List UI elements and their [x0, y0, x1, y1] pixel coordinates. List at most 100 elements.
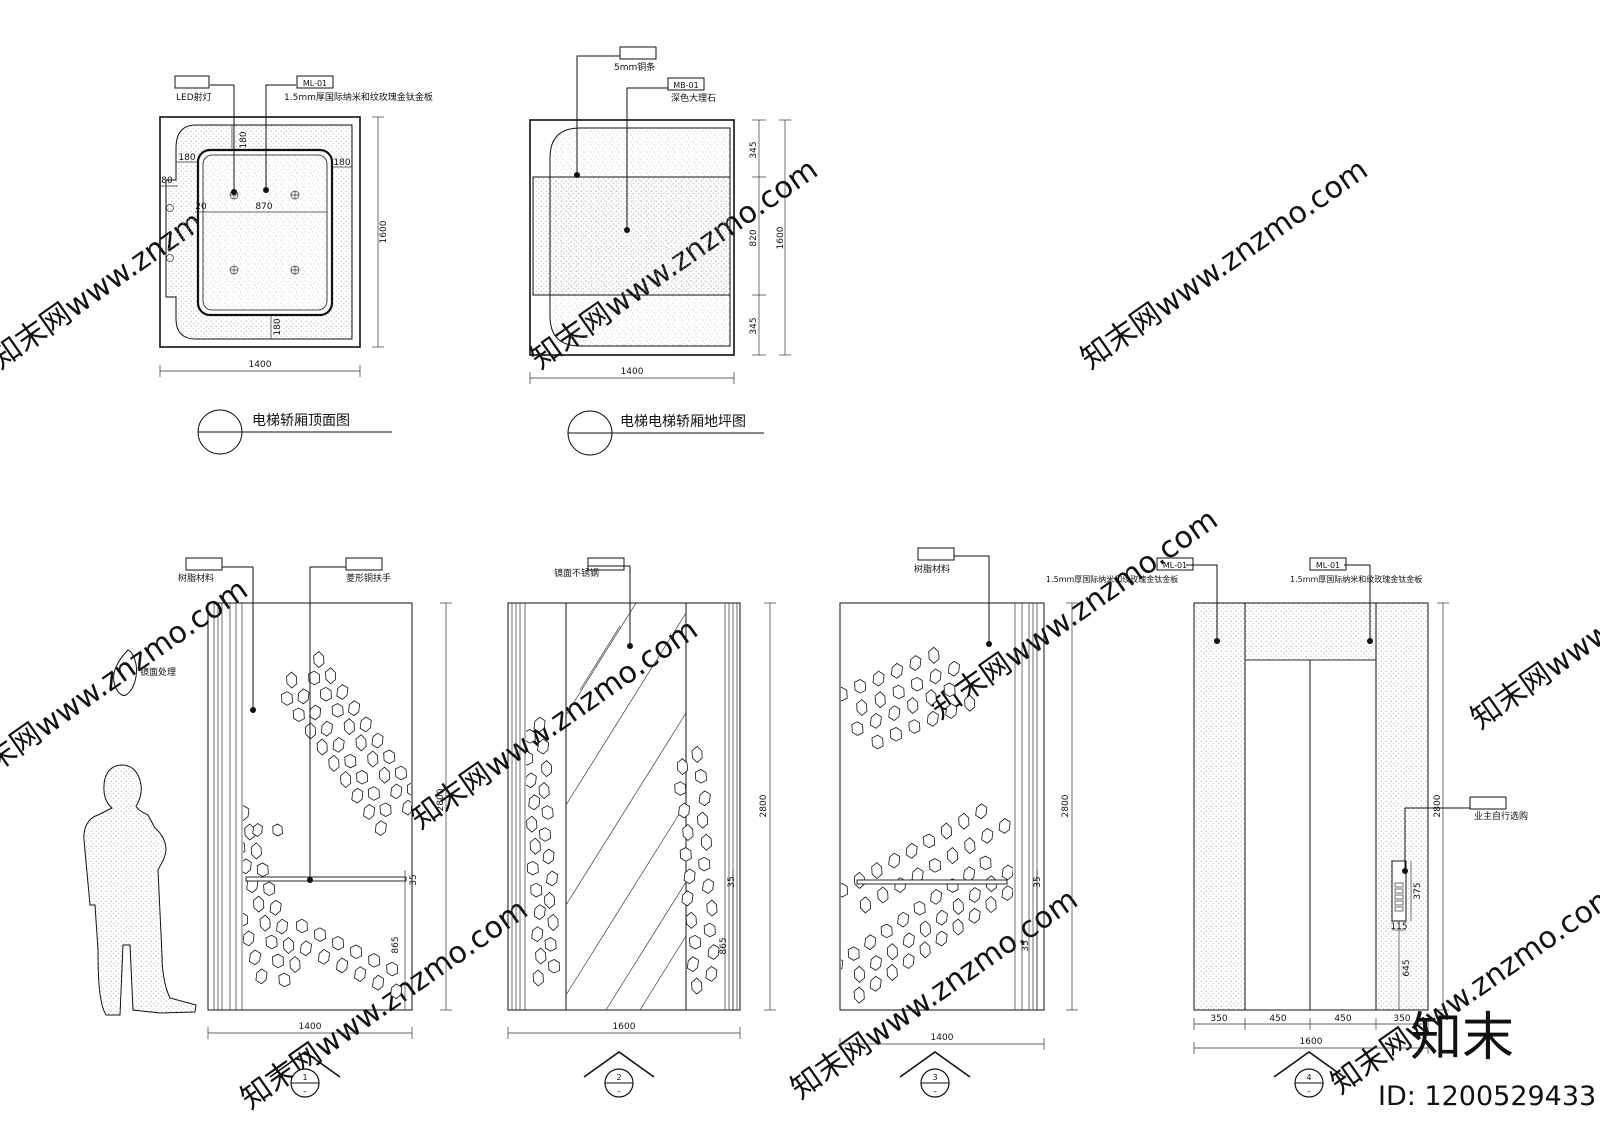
- dim-35-top: 35: [1033, 876, 1043, 887]
- pebble-shape: [929, 858, 942, 873]
- pebble-shape: [256, 862, 269, 878]
- dim-350: 350: [1210, 1014, 1227, 1024]
- label-strip: 5mm铜条: [614, 61, 655, 73]
- pebble-shape: [354, 966, 367, 982]
- pebble-shape: [841, 686, 848, 702]
- pebble-shape: [880, 923, 893, 939]
- pebble-shape: [272, 953, 284, 969]
- pebble-shape: [702, 878, 715, 894]
- marker-num: 1: [302, 1073, 307, 1082]
- pebble-shape: [979, 855, 992, 871]
- pebble-shape: [544, 937, 557, 952]
- pebble-shape: [674, 781, 687, 796]
- pebble-shape: [923, 833, 936, 849]
- tag-box: [1156, 557, 1194, 571]
- pebble-shape: [394, 765, 407, 781]
- pebble-shape: [698, 856, 711, 872]
- pebble-shape: [888, 852, 901, 869]
- leader-line: [954, 555, 990, 644]
- tag-box: [1309, 557, 1347, 571]
- ceiling-outer-frame: [159, 116, 361, 348]
- dim-180-left: 180: [178, 153, 195, 163]
- pebble-shape: [691, 977, 703, 995]
- legend-mirror-label: 镜面处理: [140, 666, 176, 678]
- floor-plan-title: 电梯电梯轿厢地坪图: [620, 414, 746, 430]
- dim-2800: 2800: [1061, 794, 1071, 817]
- dim-35: 35: [727, 876, 737, 887]
- dim-820: 820: [749, 229, 759, 246]
- pebble-shape: [340, 770, 352, 789]
- pebble-shape: [889, 727, 902, 742]
- label-steel: 镜面不锈钢: [554, 567, 599, 579]
- leader-line: [1344, 564, 1371, 641]
- marker-sub: –: [617, 1087, 621, 1096]
- pebble-shape: [198, 799, 209, 813]
- pebble-shape: [676, 758, 689, 776]
- pebble-shape: [350, 944, 363, 960]
- pebble-shape: [386, 961, 399, 977]
- pebble-shape: [706, 899, 718, 917]
- tag-mb01: MB-01: [673, 81, 698, 90]
- pebble-shape: [526, 772, 537, 789]
- resin-pebble-pattern: [198, 651, 411, 1000]
- pebble-shape: [378, 766, 391, 784]
- pebble-shape: [406, 782, 411, 796]
- pebble-shape: [897, 911, 910, 928]
- dim-345-top: 345: [749, 141, 759, 158]
- pebble-shape: [255, 968, 268, 985]
- section-marker-3: 3 –: [899, 1051, 971, 1098]
- pebble-shape: [700, 833, 712, 851]
- pebble-shape: [952, 918, 964, 936]
- pebble-shape: [998, 818, 1011, 834]
- pebble-shape: [1001, 864, 1013, 881]
- dim-2800: 2800: [759, 794, 769, 817]
- dim-865: 865: [391, 936, 401, 953]
- floor-plan: 5mm铜条 MB-01 深色大理石 345 820 345 1600 1400 …: [529, 46, 791, 456]
- pebble-shape: [869, 975, 882, 992]
- pebble-shape: [537, 738, 550, 755]
- elevation-3-frame: [839, 602, 1045, 1011]
- pebble-shape: [847, 946, 860, 961]
- door-header: [1244, 602, 1377, 661]
- pebble-shape: [890, 662, 903, 679]
- mirror-reflection-lines: [565, 602, 687, 1011]
- pebble-shape: [698, 790, 711, 807]
- pebble-shape: [691, 745, 703, 763]
- dim-1400: 1400: [931, 1033, 954, 1043]
- dim-2800: 2800: [1433, 794, 1443, 817]
- leader-line: [626, 87, 668, 230]
- pebble-shape: [297, 688, 310, 705]
- leader-line: [265, 84, 296, 190]
- label-rail: 菱形铜扶手: [346, 572, 391, 584]
- section-marker-4: 4 –: [1273, 1051, 1345, 1098]
- pebble-shape: [929, 668, 942, 685]
- pebble-shape: [538, 782, 550, 800]
- pebble-shape: [276, 918, 289, 935]
- tag-box: [917, 547, 955, 561]
- pebble-shape: [336, 684, 349, 700]
- pebble-shape: [907, 696, 919, 714]
- pebble-shape: [316, 738, 328, 756]
- ceiling-plan-title: 电梯轿厢顶面图: [252, 413, 350, 429]
- pebble-shape: [909, 655, 922, 671]
- floor-center-marble: [532, 176, 731, 296]
- dim-35-bottom: 35: [1021, 940, 1031, 951]
- dim-180-bottom: 180: [273, 318, 283, 335]
- dim-865: 865: [719, 937, 729, 954]
- pebble-shape: [874, 691, 886, 709]
- resin-pebble-pattern: [841, 646, 1013, 1004]
- dim-1600: 1600: [1300, 1037, 1323, 1047]
- tag-box: [296, 75, 334, 89]
- pebble-shape: [911, 676, 924, 692]
- human-scale-figure: [83, 764, 197, 1016]
- pebble-shape: [532, 969, 544, 987]
- leader-line: [210, 84, 235, 192]
- pebble-shape: [263, 881, 276, 897]
- pebble-shape: [317, 949, 330, 965]
- pebble-shape: [313, 651, 325, 669]
- pebble-shape: [372, 974, 385, 991]
- pebble-shape: [694, 769, 707, 784]
- pebble-shape: [535, 947, 547, 965]
- pebble-shape: [928, 646, 940, 664]
- pebble-shape: [945, 703, 958, 719]
